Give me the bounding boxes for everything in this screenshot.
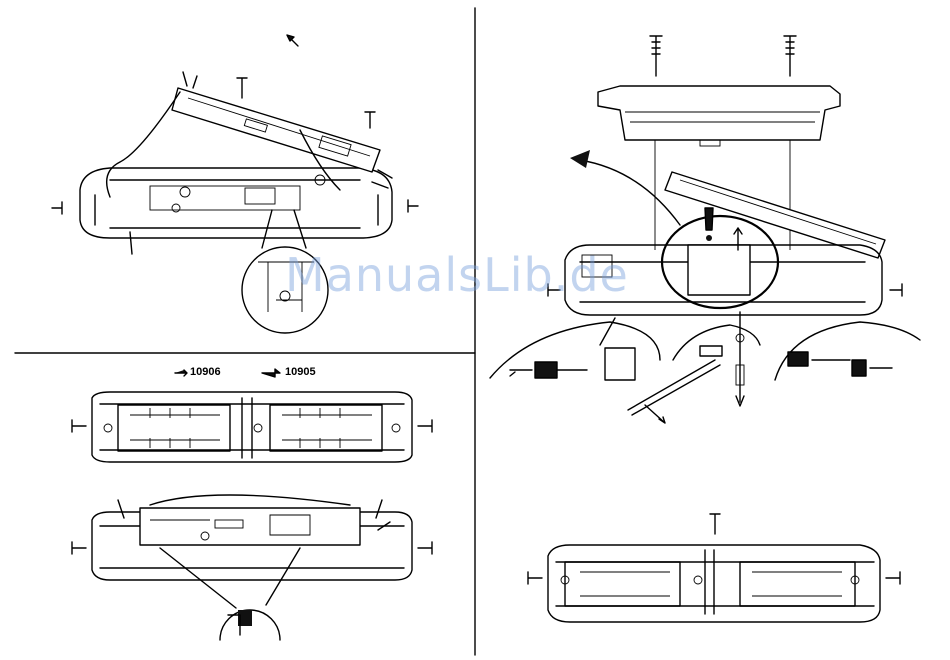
warning-icon (705, 208, 713, 230)
screw-icon (237, 78, 247, 98)
screw-icon (365, 112, 375, 128)
screw-icon (710, 514, 720, 534)
lift-arrow-icon (570, 150, 590, 168)
screw-icon (784, 36, 796, 76)
loco-decoder-install-diagram (72, 495, 432, 640)
screw-icon (650, 36, 662, 76)
part-label-10905: 10905 (285, 366, 316, 378)
loco-topview-bogies (72, 369, 432, 462)
watermark-text: ManualsLib.de (285, 248, 629, 302)
part-label-10906: 10906 (190, 366, 221, 378)
loco-exploded-view (490, 36, 920, 622)
